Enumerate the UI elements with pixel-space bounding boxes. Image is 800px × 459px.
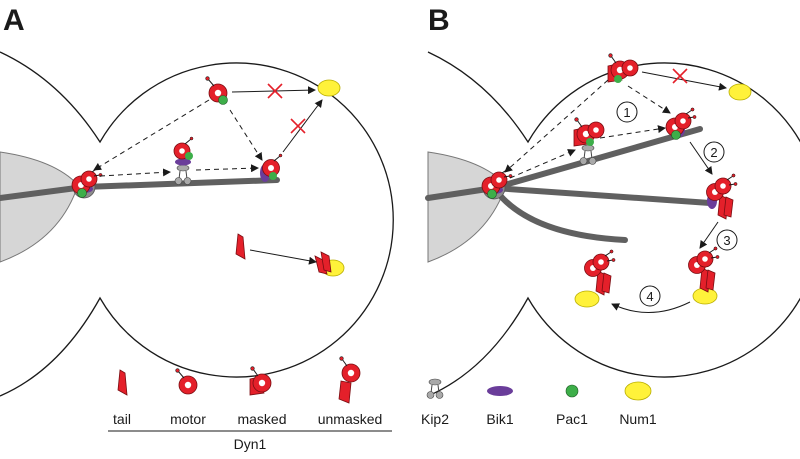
panel-a-microtubule-left [0, 184, 87, 201]
panel-a-kip2-complex [173, 136, 194, 185]
panel-a-spb-complex [71, 165, 103, 198]
panel-b-step-3: 3 [716, 229, 738, 251]
panel-a-arrow-motor-to-num1 [231, 86, 316, 95]
legend-label-tail: tail [113, 411, 131, 427]
panel-b: B [425, 4, 800, 397]
panel-a-block-cross-right [290, 118, 306, 134]
legend-unmasked-icon [338, 356, 361, 404]
svg-text:3: 3 [723, 233, 730, 248]
legend-label-num1: Num1 [619, 411, 657, 427]
legend-pac1-icon [565, 384, 579, 398]
legend-kip2-icon [426, 378, 444, 399]
panel-b-letter: B [428, 4, 450, 37]
panel-a-bound-tail [314, 251, 332, 275]
legend-label-unmasked: unmasked [318, 411, 383, 427]
panel-b-arrow-spb-to-kip2 [509, 149, 576, 179]
legend: tail motor masked unmasked Dyn1 Kip2 Bik… [108, 356, 657, 452]
panel-a-arrow-plus-to-num1 [282, 99, 323, 153]
legend-bik1-icon [487, 386, 513, 396]
legend-motor-icon [175, 368, 198, 395]
panel-b-step-1: 1 [616, 101, 638, 123]
panel-a-free-tail [235, 233, 246, 260]
panel-b-arrow-step2 [689, 141, 713, 175]
panel-b-spb-complex [481, 166, 513, 199]
panel-a-letter: A [3, 4, 25, 37]
legend-masked-icon [249, 366, 272, 396]
legend-dyn1-label: Dyn1 [234, 436, 267, 452]
panel-a: A [0, 4, 394, 397]
panel-b-upper-plus-complex [665, 107, 697, 140]
legend-label-pac1: Pac1 [556, 411, 588, 427]
svg-text:2: 2 [710, 145, 717, 160]
legend-label-masked: masked [237, 411, 286, 427]
panel-b-step-2: 2 [703, 141, 725, 163]
panel-b-arrow-step4 [611, 301, 691, 313]
panel-a-block-cross-top [267, 83, 283, 99]
svg-text:1: 1 [623, 105, 630, 120]
panel-b-num1-top [728, 83, 752, 101]
panel-b-nucleus [427, 151, 507, 263]
legend-label-kip2: Kip2 [421, 411, 449, 427]
panel-a-cell-outline [0, 51, 394, 397]
panel-a-arrow-motor-to-spb [93, 99, 210, 171]
legend-tail-icon [117, 369, 128, 396]
panel-a-num1-top [317, 79, 341, 97]
panel-a-free-motor [205, 76, 228, 105]
panel-a-arrow-kip2-to-plus [195, 164, 259, 173]
panel-a-nucleus [0, 151, 79, 263]
panel-a-arrow-motor-to-plus [229, 109, 263, 161]
panel-b-masked-dynein-top [607, 53, 639, 83]
legend-label-motor: motor [170, 411, 206, 427]
panel-b-num1-right [688, 246, 720, 305]
panel-a-arrow-tail-to-num1 [249, 249, 317, 265]
panel-b-block-cross [672, 68, 688, 84]
panel-a-arrow-spb-to-kip2 [99, 168, 171, 177]
panel-b-middle-plus-complex [706, 173, 738, 220]
panel-b-num1-left [574, 249, 616, 308]
panel-b-microtubule-lower [491, 185, 628, 243]
panel-b-cell-outline [427, 51, 800, 397]
panel-b-microtubule-middle [491, 185, 713, 206]
legend-num1-icon [624, 381, 652, 401]
panel-b-step-4: 4 [639, 285, 661, 307]
panel-b-kip2-complex [573, 117, 605, 165]
panel-b-arrow-kip2-to-plus [599, 125, 666, 139]
panel-b-microtubule-upper [491, 126, 703, 191]
panel-a-plus-end-complex [260, 153, 283, 182]
panel-b-arrow-step3 [699, 221, 719, 249]
legend-label-bik1: Bik1 [486, 411, 513, 427]
svg-text:4: 4 [646, 289, 653, 304]
